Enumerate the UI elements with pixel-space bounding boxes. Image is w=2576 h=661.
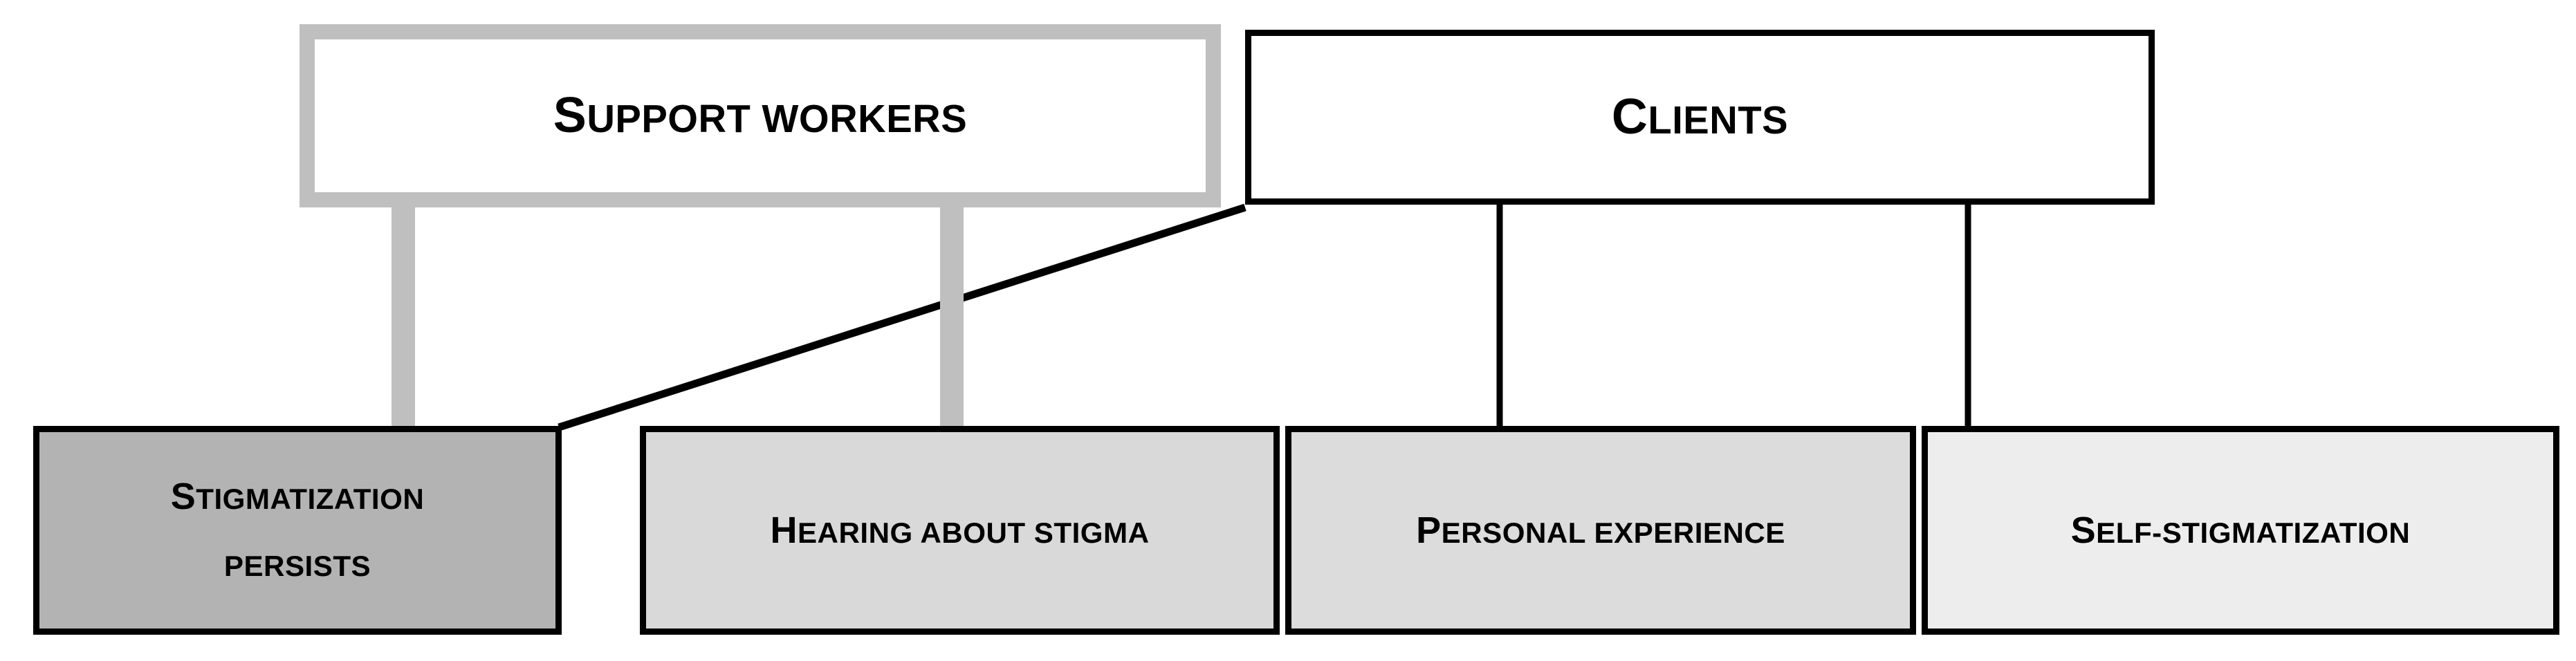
node-clients[interactable]: Clients [1245, 30, 2155, 205]
node-support-workers-label-rest: upport workers [587, 96, 968, 140]
node-hearing-about-stigma-label-initial: H [770, 509, 798, 551]
node-self-stigmatization-label: Self-stigmatization [2070, 509, 2411, 551]
node-support-workers-label-initial: S [553, 87, 587, 143]
node-stigmatization-persists-label-line2-text: persists [223, 550, 371, 582]
node-clients-label-rest: lients [1648, 97, 1789, 142]
node-stigmatization-persists-label-initial: S [170, 476, 196, 518]
node-hearing-about-stigma-label-rest: earing about stigma [797, 516, 1150, 549]
node-stigmatization-persists-label-line1: Stigmatization [171, 477, 425, 516]
node-stigmatization-persists-label-rest: tigmatization [196, 483, 425, 516]
node-hearing-about-stigma[interactable]: Hearing about stigma [640, 426, 1280, 635]
node-hearing-about-stigma-label: Hearing about stigma [770, 509, 1150, 551]
node-personal-experience-label: Personal experience [1416, 509, 1785, 551]
node-support-workers[interactable]: Support workers [300, 24, 1221, 207]
node-self-stigmatization[interactable]: Self-stigmatization [1922, 426, 2559, 635]
node-support-workers-label: Support workers [553, 87, 968, 143]
node-personal-experience[interactable]: Personal experience [1285, 426, 1916, 635]
node-clients-label-initial: C [1611, 89, 1648, 145]
node-self-stigmatization-label-rest: elf-stigmatization [2096, 516, 2411, 549]
node-personal-experience-label-initial: P [1416, 509, 1442, 551]
node-stigmatization-persists[interactable]: Stigmatization persists [33, 426, 562, 635]
node-self-stigmatization-label-initial: S [2070, 509, 2097, 551]
node-stigmatization-persists-label-line2: persists [224, 544, 371, 584]
node-clients-label: Clients [1612, 91, 1788, 144]
connector-clients-to-stigmatization-persists [558, 203, 1246, 431]
node-personal-experience-label-rest: ersonal experience [1441, 516, 1785, 549]
